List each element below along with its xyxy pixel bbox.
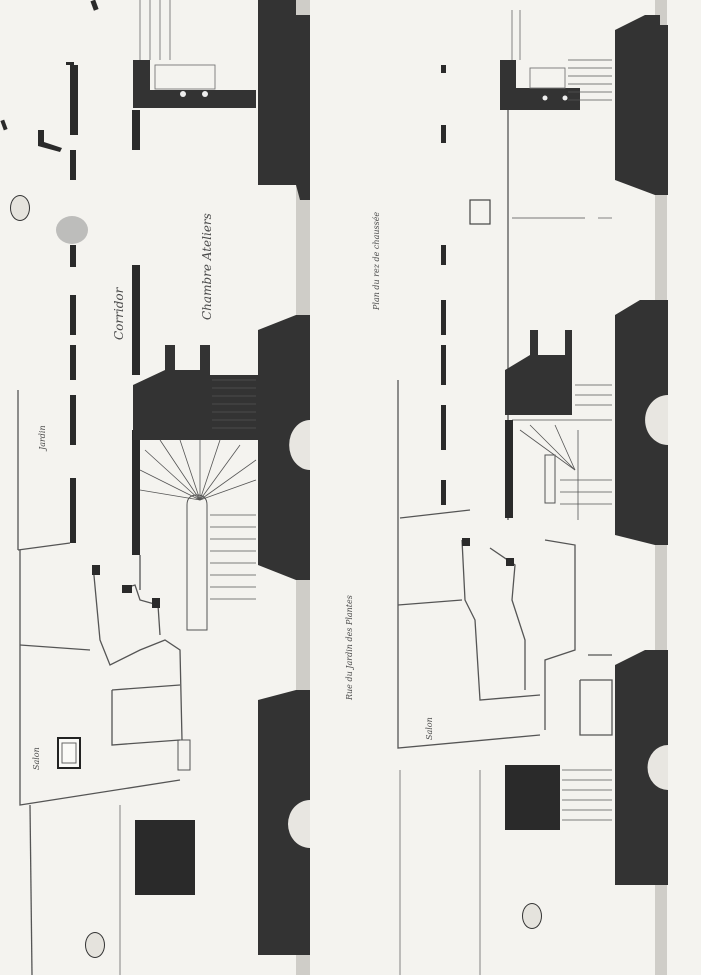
- stair-block-left: [133, 345, 258, 440]
- niche-left-2: [288, 800, 310, 848]
- niche-right-1: [645, 394, 668, 445]
- buttress-right-1: [615, 15, 668, 195]
- dark-square-right: [505, 765, 560, 830]
- label-salon-left: Salon: [32, 747, 41, 770]
- label-salon-right: Salon: [425, 717, 434, 740]
- colonnade-left: [70, 65, 78, 543]
- label-rue-left: Rue du Jardin des Plantes: [345, 595, 354, 700]
- label-title-right: Plan du rez de chaussée: [372, 211, 381, 310]
- archive-stamp-right: [522, 903, 542, 929]
- archive-stamp-bottom: [85, 932, 105, 958]
- lower-rooms-left: [17, 542, 183, 806]
- cartouche-left: [57, 737, 81, 769]
- dark-square-left: [135, 820, 195, 895]
- label-jardin-left: Jardin: [38, 425, 47, 450]
- label-chambre: Chambre Ateliers: [200, 213, 214, 320]
- entry-block-left: [133, 60, 256, 108]
- niche-left-1: [289, 420, 310, 470]
- niche-right-2: [647, 745, 668, 790]
- buttress-left-2: [258, 315, 310, 580]
- label-corridor: Corridor: [112, 287, 126, 340]
- left-plan: [0, 0, 310, 975]
- right-plan: [397, 0, 668, 975]
- archive-stamp-top: [10, 195, 30, 221]
- entry-block-right: [500, 60, 580, 110]
- buttress-left-3: [258, 690, 310, 955]
- buttress-right-2: [615, 300, 668, 545]
- stair-block-right: [505, 330, 572, 415]
- spiral-stair-left: [139, 439, 257, 600]
- buttress-right-3: [615, 650, 668, 885]
- buttress-left-1: [258, 0, 310, 200]
